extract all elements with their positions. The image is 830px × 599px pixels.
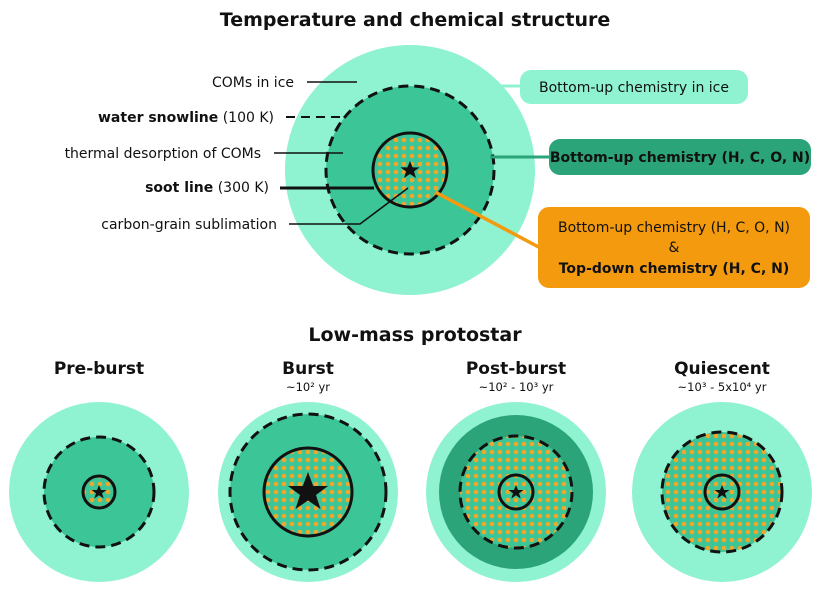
pre-burst-snowline [42,435,156,549]
stage-time-quiescent: ~10³ - 5x10⁴ yr [678,380,767,394]
box-ice-text: Bottom-up chemistry in ice [539,80,729,96]
label-water-snowline: water snowline (100 K) [98,110,274,126]
pre-burst-star-icon [91,485,107,499]
soot-line-temp: (300 K) [213,180,269,196]
stage-time-burst: ~10² yr [286,380,330,394]
burst-star-icon [288,472,328,509]
right-boxes: Bottom-up chemistry in ice Bottom-up che… [434,70,811,288]
stage-name-post-burst: Post-burst [466,359,566,379]
stage-burst: Burst ~10² yr [218,359,398,582]
label-soot-line: soot line (300 K) [145,180,269,196]
protostar-star-icon [400,161,420,178]
soot-line-bold: soot line [145,180,213,196]
leader-carbon-grain [289,187,409,225]
box-orange [538,207,810,288]
post-burst-soot-line [497,473,535,511]
box-ice [520,70,748,104]
stage-quiescent: Quiescent ~10³ - 5x10⁴ yr [632,359,812,582]
water-snowline-temp: (100 K) [218,110,274,126]
box-bottom-up-text: Bottom-up chemistry (H, C, O, N) [550,150,810,166]
post-burst-snowline [458,434,574,550]
post-burst-star-icon [508,485,524,499]
water-snowline [324,84,496,256]
top-disk [285,45,535,295]
left-labels: COMs in ice water snowline (100 K) therm… [65,75,409,233]
box-bottom-up [549,139,811,175]
connector-orange [434,190,549,254]
burst-soot-line [262,446,354,538]
stage-post-burst: Post-burst ~10² - 10³ yr [426,359,606,582]
quiescent-snowline [660,430,784,554]
stage-name-burst: Burst [282,359,334,379]
box-orange-line2: Top-down chemistry (H, C, N) [559,261,790,277]
soot-line [371,131,449,209]
stage-time-post-burst: ~10² - 10³ yr [479,380,554,394]
quiescent-star-icon [714,485,730,499]
top-title: Temperature and chemical structure [220,9,610,31]
stage-name-quiescent: Quiescent [674,359,770,379]
quiescent-soot-line [703,473,741,511]
pre-burst-soot-line [81,474,117,510]
label-thermal-desorption: thermal desorption of COMs [65,146,261,162]
bottom-title: Low-mass protostar [308,324,522,346]
water-snowline-bold: water snowline [98,110,218,126]
box-orange-amp: & [669,240,680,256]
label-coms-in-ice: COMs in ice [212,75,294,91]
stage-name-pre-burst: Pre-burst [54,359,144,379]
label-carbon-grain: carbon-grain sublimation [101,217,277,233]
box-orange-line1: Bottom-up chemistry (H, C, O, N) [558,220,790,236]
burst-snowline [228,412,388,572]
stage-pre-burst: Pre-burst [9,359,189,582]
